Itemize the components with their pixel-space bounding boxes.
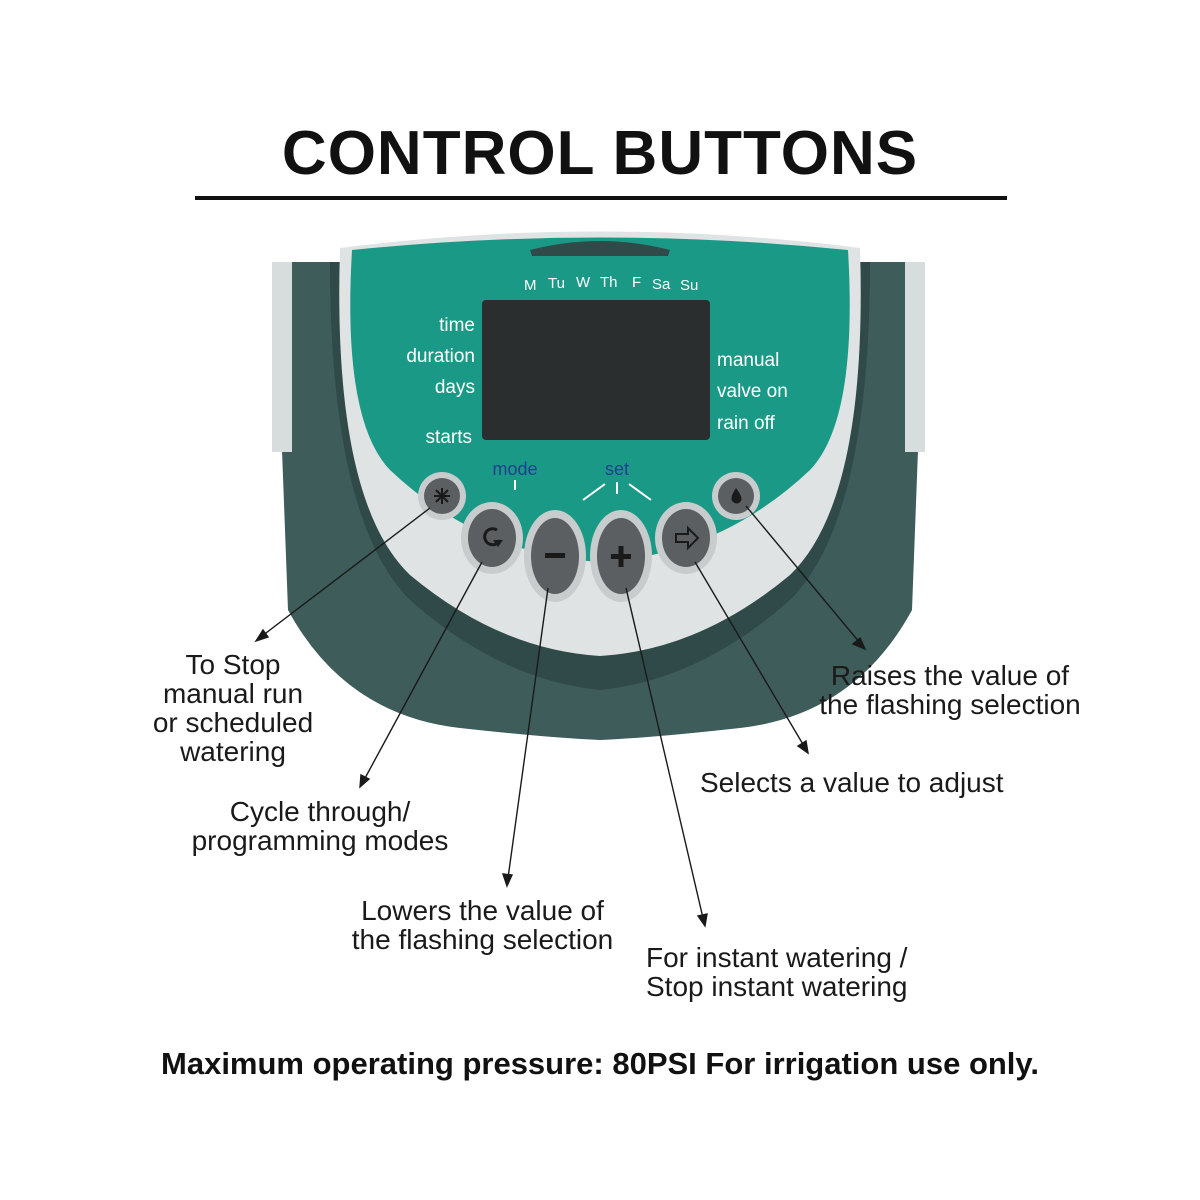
callout-stop-line-2: manual run [162, 678, 304, 709]
callout-select-line-1: Selects a value to adjust [700, 767, 1004, 798]
panel-label-days: days [435, 377, 475, 398]
callout-water-line-1: For instant watering / [646, 942, 908, 973]
callout-line-mode [363, 561, 483, 781]
callout-stop-line-3: or scheduled [152, 707, 314, 738]
callout-mode: Cycle through/ programming modes [170, 797, 470, 855]
callout-minus: Lowers the value of the flashing selecti… [330, 896, 635, 954]
panel-label-time: time [439, 315, 475, 336]
callout-minus-line-1: Lowers the value of [361, 895, 604, 926]
plus-button[interactable] [590, 510, 652, 602]
stop-watering-button[interactable] [418, 472, 466, 520]
title-underline [195, 196, 1007, 200]
callout-arrowhead-minus [501, 873, 514, 888]
callout-stop: To Stop manual run or scheduled watering [138, 650, 328, 766]
callout-line-minus [507, 587, 549, 879]
instant-water-button[interactable] [712, 472, 760, 520]
footer-note: Maximum operating pressure: 80PSI For ir… [161, 1046, 1039, 1081]
panel-label-duration: duration [406, 346, 475, 367]
page-title: CONTROL BUTTONS [281, 119, 919, 188]
callout-water-line-2: Stop instant watering [646, 971, 908, 1002]
housing-side-notch-right [905, 262, 925, 452]
panel-top-clip [530, 241, 670, 256]
minus-button[interactable] [524, 510, 586, 602]
day-label-wed: W [576, 274, 591, 291]
callout-stop-line-1: To Stop [185, 649, 281, 680]
callout-minus-line-2: the flashing selection [351, 924, 614, 955]
panel-label-rain-off: rain off [717, 413, 775, 434]
callout-line-water [625, 587, 704, 919]
callout-stop-line-4: watering [180, 736, 286, 767]
callout-line-plus [745, 505, 861, 644]
set-group-tick-left [582, 483, 606, 501]
callout-plus-line-2: the flashing selection [819, 689, 1081, 720]
set-group-label: set [605, 459, 629, 479]
day-label-fri: F [632, 274, 641, 291]
callout-arrowhead-water [696, 913, 708, 928]
callout-mode-line-1: Cycle through/ [229, 796, 411, 827]
panel-label-valve-on: valve on [717, 381, 788, 402]
callout-plus: Raises the value of the flashing selecti… [795, 661, 1105, 719]
callout-arrowhead-mode [359, 773, 371, 789]
panel-label-starts: starts [426, 427, 472, 448]
sprinkler-off-icon [434, 488, 450, 504]
day-label-mon: M [524, 277, 537, 294]
callout-arrowhead-stop [254, 628, 270, 643]
lcd-screen [482, 300, 710, 440]
callout-line-stop [261, 507, 431, 637]
mode-group-label: mode [492, 459, 537, 479]
water-drop-icon [731, 488, 742, 504]
callout-mode-line-2: programming modes [191, 825, 449, 856]
right-arrow-icon [675, 525, 700, 551]
callout-plus-line-1: Raises the value of [830, 660, 1070, 691]
day-label-tue: Tu [548, 275, 565, 292]
day-label-sun: Su [680, 277, 698, 294]
mode-cycle-button[interactable] [461, 502, 523, 574]
callout-water: For instant watering / Stop instant wate… [646, 943, 966, 1001]
select-value-button[interactable] [655, 502, 717, 574]
callout-line-select [694, 561, 805, 747]
callout-arrowhead-plus [851, 636, 867, 651]
housing-side-notch-left [272, 262, 292, 452]
callout-select: Selects a value to adjust [700, 768, 1050, 797]
callout-arrowhead-select [796, 739, 809, 755]
panel-label-manual: manual [717, 350, 779, 371]
minus-icon [545, 553, 565, 558]
cycle-arrow-icon [483, 527, 503, 547]
day-label-sat: Sa [652, 276, 671, 293]
day-label-thu: Th [600, 274, 618, 291]
plus-icon [611, 546, 631, 567]
set-group-tick-right [628, 483, 652, 501]
